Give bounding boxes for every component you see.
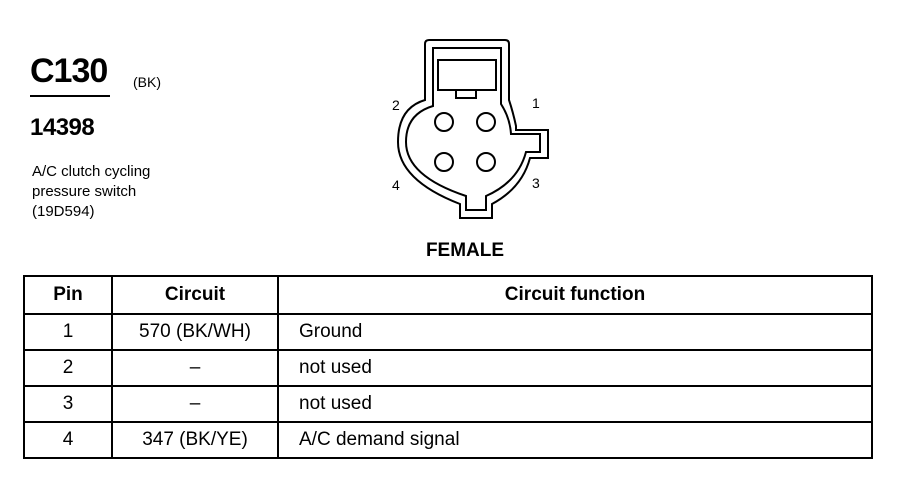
pin-label: 4 [392,177,400,193]
function-cell: not used [277,385,873,423]
circuit-cell: – [111,385,279,423]
header-circuit: Circuit [111,275,279,315]
table-row: 4 347 (BK/YE) A/C demand signal [23,421,873,459]
pin-label: 1 [532,95,540,111]
connector-face-diagram: 1 2 3 4 [392,39,549,219]
pin-cavity-3 [476,152,496,172]
pin-cell: 4 [23,421,113,459]
header-pin: Pin [23,275,113,315]
table-row: 1 570 (BK/WH) Ground [23,313,873,351]
pin-label: 3 [532,175,540,191]
circuit-cell: – [111,349,279,387]
function-cell: not used [277,349,873,387]
connector-description: A/C clutch cycling pressure switch (19D5… [32,162,150,222]
table-row: 2 – not used [23,349,873,387]
part-number: 14398 [30,114,95,141]
pin-cavity-4 [434,152,454,172]
function-cell: Ground [277,313,873,351]
connector-color: (BK) [133,74,161,90]
pinout-table: Pin Circuit Circuit function 1 570 (BK/W… [23,275,873,459]
pin-cell: 3 [23,385,113,423]
pin-cavity-2 [434,112,454,132]
circuit-cell: 570 (BK/WH) [111,313,279,351]
connector-id: C130 [30,52,108,90]
table-row: 3 – not used [23,385,873,423]
circuit-cell: 347 (BK/YE) [111,421,279,459]
title-underline [30,95,110,97]
description-line: A/C clutch cycling [32,163,151,180]
pin-cavity-1 [476,112,496,132]
connector-inner-shell [404,47,541,211]
function-cell: A/C demand signal [277,421,873,459]
connector-latch-tab [455,89,477,99]
pin-cell: 2 [23,349,113,387]
connector-outer-shell [396,39,549,219]
pin-cell: 1 [23,313,113,351]
connector-gender: FEMALE [425,240,505,261]
connector-latch [437,59,497,91]
table-header-row: Pin Circuit Circuit function [23,275,873,315]
description-line: pressure switch [32,183,137,200]
description-line: (19D594) [32,203,95,220]
pin-label: 2 [392,97,400,113]
header-circuit-function: Circuit function [277,275,873,315]
